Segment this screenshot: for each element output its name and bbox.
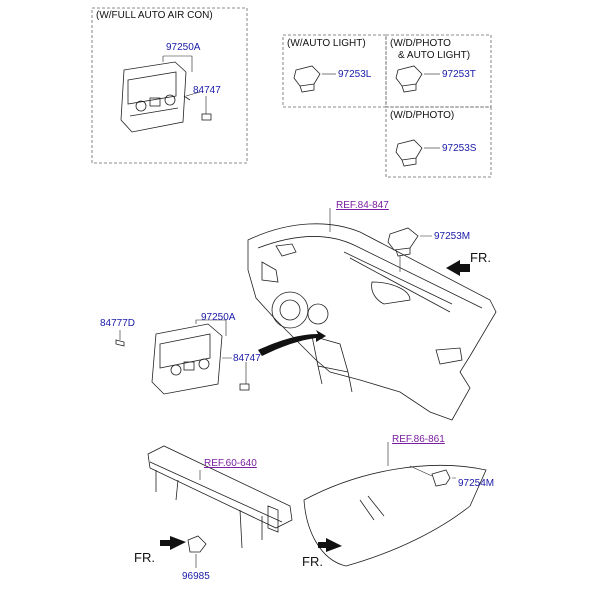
photo-auto-light-title-1: (W/D/PHOTO: [390, 38, 451, 49]
label-84747-top: 84747: [193, 85, 221, 96]
dashboard-panel: [247, 223, 497, 421]
fr-label-dash: FR.: [470, 250, 491, 265]
leader-97250A-top: [162, 55, 193, 72]
photo-title: (W/D/PHOTO): [390, 110, 454, 121]
sensor-97254M: [431, 469, 451, 487]
label-97250A-top: 97250A: [166, 42, 201, 53]
fr-label-glass: FR.: [302, 554, 323, 569]
fr-arrow-dash: [446, 260, 470, 276]
label-97253S: 97253S: [442, 143, 477, 154]
photo-auto-light-title-2: & AUTO LIGHT): [398, 50, 470, 61]
label-97253T: 97253T: [442, 69, 476, 80]
leader-97253M: [399, 235, 432, 272]
ref-60-640[interactable]: REF.60-640: [204, 458, 257, 469]
leader-97250A-mid: [195, 319, 227, 336]
fr-label-beam: FR.: [134, 550, 155, 565]
sensor-96985: [187, 535, 207, 553]
photo-auto-light-box: [385, 34, 492, 108]
auto-light-title: (W/AUTO LIGHT): [287, 38, 366, 49]
screw-84777D: [115, 339, 125, 347]
sensor-97253M: [387, 227, 419, 257]
cross-member-beam: [147, 445, 293, 549]
sensor-97253S: [395, 139, 423, 167]
fr-arrow-glass: [318, 538, 342, 552]
leader-84747-mid: [222, 357, 247, 384]
screw-84747-mid: [239, 383, 250, 391]
full-auto-air-con-box: [91, 7, 248, 164]
leader-84747-top: [185, 91, 207, 114]
sensor-97253T: [395, 65, 423, 93]
label-97250A-mid: 97250A: [201, 312, 236, 323]
screw-84747-top: [183, 95, 212, 121]
leader-97254M: [409, 465, 456, 479]
label-96985: 96985: [182, 571, 210, 582]
pointer-arrow: [258, 330, 326, 356]
auto-light-box: [282, 34, 387, 108]
photo-box: [385, 106, 492, 178]
label-84777D: 84777D: [100, 318, 135, 329]
climate-control-unit-mid: [151, 323, 223, 395]
windshield-glass: [303, 465, 487, 567]
ref-84-847[interactable]: REF.84-847: [336, 200, 389, 211]
label-84747-mid: 84747: [233, 353, 261, 364]
label-97253M: 97253M: [434, 231, 470, 242]
label-97254M: 97254M: [458, 478, 494, 489]
climate-control-unit-top: [120, 61, 187, 133]
sensor-97253L: [293, 65, 321, 93]
fr-arrow-beam: [160, 536, 186, 550]
full-auto-air-con-title: (W/FULL AUTO AIR CON): [96, 10, 213, 21]
ref-86-861[interactable]: REF.86-861: [392, 434, 445, 445]
label-97253L: 97253L: [338, 69, 372, 80]
